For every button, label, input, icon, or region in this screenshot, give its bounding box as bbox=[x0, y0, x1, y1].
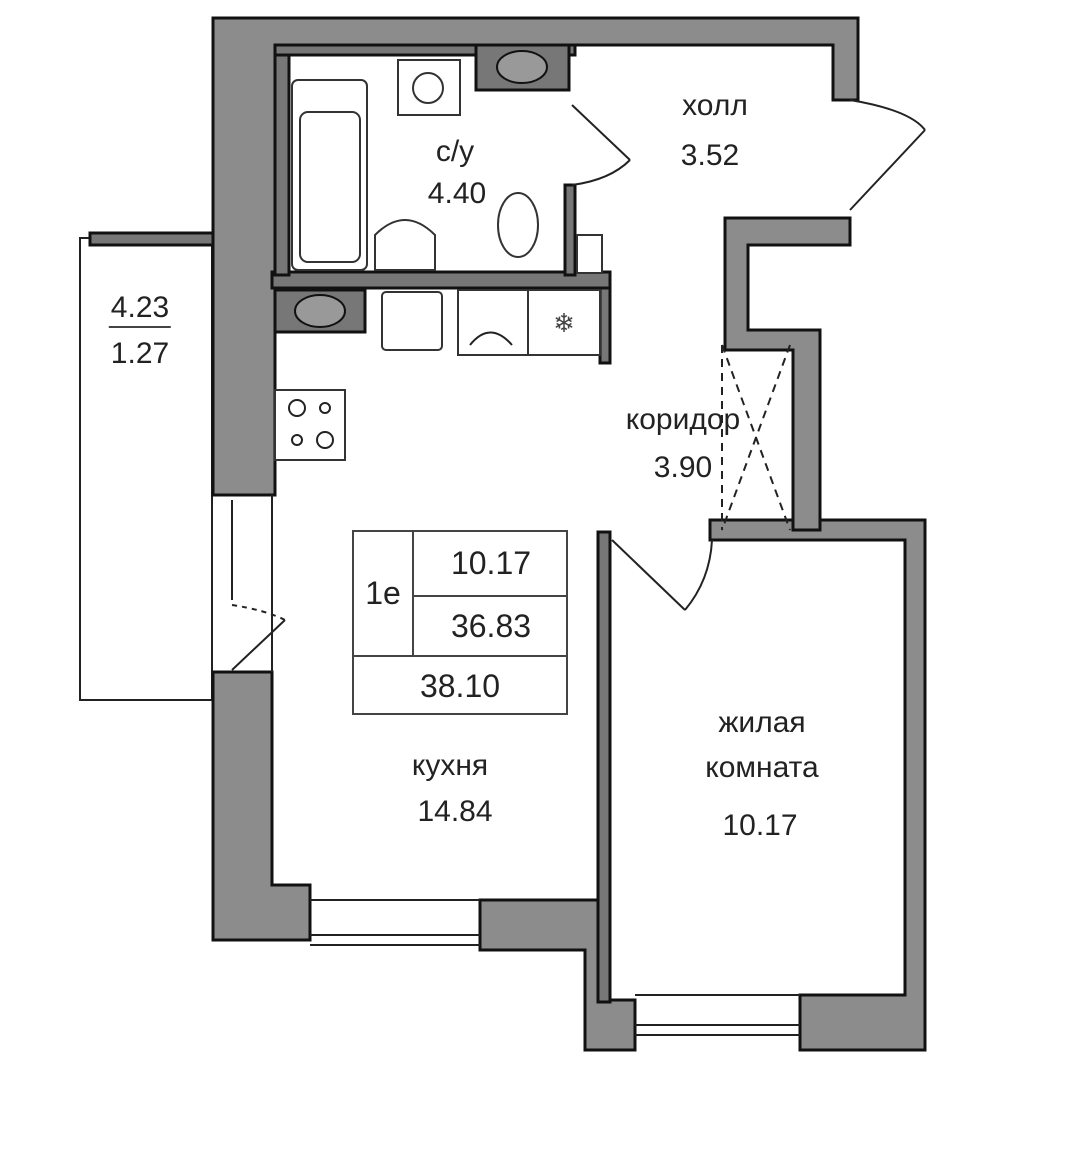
hall-label: холл bbox=[682, 89, 748, 122]
corridor-area: 3.90 bbox=[653, 451, 713, 484]
fridge-icon bbox=[527, 289, 601, 356]
hall-area: 3.52 bbox=[680, 139, 740, 172]
total-with-balcony-value: 38.10 bbox=[354, 655, 566, 715]
bathtub-inner bbox=[299, 111, 361, 263]
wall-bathroom-bottom bbox=[270, 270, 612, 290]
balcony-door bbox=[231, 495, 286, 672]
wall-bathroom-left bbox=[273, 43, 291, 277]
kitchen-label: кухня bbox=[411, 749, 489, 782]
wall-kitchen-bottom-right bbox=[478, 898, 637, 1052]
door-entrance bbox=[849, 99, 926, 211]
total-area-value: 36.83 bbox=[450, 607, 532, 644]
shaft-inner-kitchen bbox=[294, 294, 346, 328]
snowflake-icon: ❄ bbox=[553, 308, 575, 338]
toilet-icon bbox=[497, 192, 539, 258]
dishes-glyph bbox=[469, 331, 513, 346]
wall-bathroom-top bbox=[273, 43, 577, 57]
door-room bbox=[611, 539, 713, 611]
wall-bathroom-right bbox=[563, 183, 577, 277]
summary-table: 1е 10.17 36.83 38.10 bbox=[352, 530, 568, 715]
sink-icon bbox=[374, 219, 436, 271]
wall-kitchen-counter-end bbox=[598, 286, 612, 365]
wall-partition-kitchen-room bbox=[596, 530, 612, 1004]
kitchen-area: 14.84 bbox=[417, 795, 493, 828]
shaft-inner-top bbox=[496, 50, 548, 84]
dishwasher-icon bbox=[457, 289, 529, 356]
living-room-area: 10.17 bbox=[722, 809, 798, 842]
bathroom-label: с/у bbox=[435, 135, 475, 168]
bathroom-area: 4.40 bbox=[427, 177, 487, 210]
window-kitchen bbox=[310, 899, 480, 946]
living-room-label-1: жилая bbox=[718, 706, 806, 739]
wall-corridor bbox=[723, 216, 852, 532]
door-bathroom bbox=[571, 104, 631, 186]
balcony-area-top: 4.23 bbox=[108, 290, 172, 328]
living-area-value: 10.17 bbox=[414, 532, 568, 597]
living-room-label-2: комната bbox=[705, 751, 819, 784]
boiler-icon bbox=[576, 234, 603, 274]
stove-burners bbox=[288, 399, 334, 449]
corridor-label: коридор bbox=[625, 403, 741, 436]
apartment-type: 1е bbox=[354, 532, 414, 655]
corridor-opening bbox=[721, 344, 791, 531]
wall-left-lower bbox=[211, 670, 312, 942]
stove-icon bbox=[274, 389, 346, 461]
window-room bbox=[635, 994, 800, 1036]
washing-machine-drum bbox=[412, 72, 444, 104]
balcony-area-bottom: 1.27 bbox=[110, 337, 170, 370]
wall-left-upper bbox=[211, 16, 860, 497]
balcony-wall bbox=[88, 231, 215, 247]
kitchen-sink-icon bbox=[381, 291, 443, 351]
